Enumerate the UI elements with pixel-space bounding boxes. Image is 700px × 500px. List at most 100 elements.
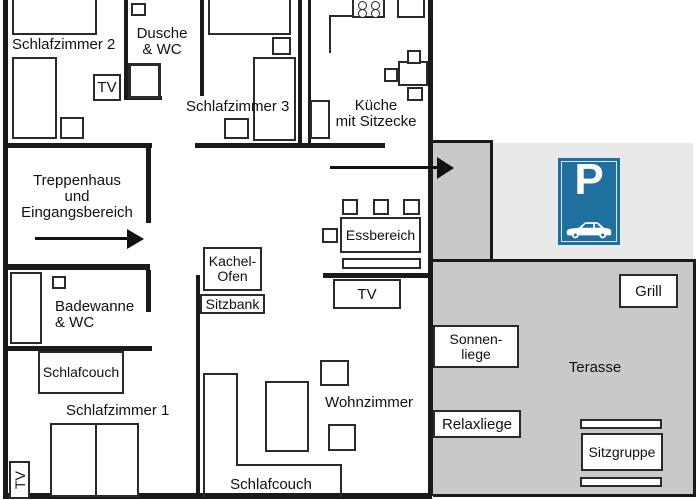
wall-corridor <box>3 264 150 270</box>
tv-label: TV <box>11 471 28 489</box>
bathtub <box>10 272 42 344</box>
sonnenliege-line1: Sonnen- <box>449 330 503 347</box>
trep-line1: Treppenhaus <box>33 172 121 189</box>
outer-wall-bottom <box>3 493 432 499</box>
essbereich-label: Essbereich <box>345 226 416 243</box>
room-label-kueche: Küche mit Sitzecke <box>320 98 432 130</box>
kachelofen-line2: Ofen <box>217 268 248 284</box>
couch-outline <box>203 373 238 375</box>
couch-outline <box>203 373 205 497</box>
sink <box>131 3 146 16</box>
grill-label: Grill <box>635 282 662 300</box>
couch-outline <box>340 464 342 497</box>
chair <box>322 228 338 243</box>
dining-table-essbereich: Essbereich <box>340 217 421 253</box>
chair <box>342 199 358 215</box>
bed <box>208 0 291 35</box>
entrance-arrowhead-icon <box>437 157 454 179</box>
chair <box>328 424 356 451</box>
kachelofen-line1: Kachel- <box>208 253 257 269</box>
tv-box-schlafzimmer1: TV <box>9 461 30 499</box>
sitzgruppe-label: Sitzgruppe <box>588 443 656 460</box>
chair <box>407 50 421 64</box>
schlafcouch-label-wohnzimmer: Schlafcouch <box>230 476 312 493</box>
room-label-schlafzimmer3: Schlafzimmer 3 <box>186 98 290 115</box>
schlafcouch-box: Schlafcouch <box>38 351 124 394</box>
wall-top-row-b <box>195 143 385 148</box>
badewanne-line1: Badewanne <box>55 298 135 315</box>
wall-badewanne-bottom <box>3 346 152 351</box>
schlafcouch-label: Schlafcouch <box>42 364 120 380</box>
room-label-wohnzimmer: Wohnzimmer <box>324 394 414 411</box>
outer-wall-left <box>3 0 8 497</box>
outer-wall-right <box>428 0 433 496</box>
double-bed <box>50 423 139 497</box>
wall-essbereich-bottom <box>323 273 432 278</box>
shower-tray <box>128 63 161 99</box>
room-label-schlafzimmer1: Schlafzimmer 1 <box>66 402 170 419</box>
wall-sz3-kueche-a <box>298 0 302 147</box>
parking-p-letter: P <box>574 155 604 204</box>
relaxliege-label: Relaxliege <box>441 415 513 433</box>
couch-outline <box>236 373 238 466</box>
car-icon <box>566 222 612 239</box>
stairs-arrowhead-icon <box>127 229 144 249</box>
bed <box>12 57 57 139</box>
badewanne-line2: & WC <box>55 314 95 331</box>
coffee-table <box>265 381 309 452</box>
tv-label: TV <box>97 79 117 96</box>
wall-sz2-dusche <box>124 0 128 99</box>
kachelofen-box: Kachel- Ofen <box>203 247 262 291</box>
bed <box>253 57 296 141</box>
wall-treppenhaus-right <box>146 148 151 223</box>
trep-line2: und <box>64 188 90 205</box>
sink <box>52 276 66 289</box>
room-label-schlafzimmer2: Schlafzimmer 2 <box>12 36 116 53</box>
stairs-arrow-icon <box>35 237 127 240</box>
kueche-line1: Küche <box>354 97 398 114</box>
trep-line3: Eingangsbereich <box>21 204 133 221</box>
wall-top-row-a <box>3 143 152 148</box>
kueche-line2: mit Sitzecke <box>335 113 417 130</box>
chair <box>373 199 389 215</box>
chair <box>384 68 398 82</box>
tv-box-wohnzimmer-wall: TV <box>333 279 401 309</box>
chair <box>403 199 420 215</box>
terrasse-label: Terasse <box>568 359 622 376</box>
wall-wohnzimmer-left <box>196 275 200 497</box>
stove <box>352 0 385 18</box>
sonnenliege-box: Sonnen- liege <box>433 325 519 368</box>
wall-badewanne-right <box>146 270 151 312</box>
kitchen-cabinet <box>310 100 330 139</box>
chair <box>320 360 349 386</box>
nightstand <box>224 118 249 139</box>
entrance-arrow-icon <box>330 166 437 169</box>
sitzgruppe-bench <box>580 477 662 487</box>
couch-outline <box>236 464 342 466</box>
bench <box>342 258 421 269</box>
relaxliege-box: Relaxliege <box>433 410 521 438</box>
dusche-line1: Dusche <box>136 25 188 42</box>
sitzbank-box: Sitzbank <box>200 294 265 314</box>
wall-sz3-kueche-b <box>308 0 311 147</box>
kitchen-table <box>398 61 428 86</box>
parking-sign-border <box>561 161 617 242</box>
bed <box>12 0 97 35</box>
room-label-dusche: Dusche & WC <box>130 26 194 58</box>
sitzbank-label: Sitzbank <box>205 295 260 312</box>
parking-sign: P <box>558 155 620 245</box>
sonnenliege-line2: liege <box>461 345 491 362</box>
stove-burner-icon <box>371 9 380 18</box>
dusche-line2: & WC <box>142 41 182 58</box>
sitzgruppe-bench <box>580 419 662 429</box>
kitchen-counter-line-v <box>329 15 331 53</box>
nightstand <box>60 117 84 139</box>
chair <box>407 87 423 101</box>
sitzgruppe-box: Sitzgruppe <box>581 433 663 471</box>
wall-dusche-sz3 <box>200 0 204 96</box>
room-label-treppenhaus: Treppenhaus und Eingangsbereich <box>8 173 146 221</box>
grill-box: Grill <box>619 274 678 308</box>
nightstand <box>272 37 291 55</box>
kitchen-sink-unit <box>397 0 425 18</box>
